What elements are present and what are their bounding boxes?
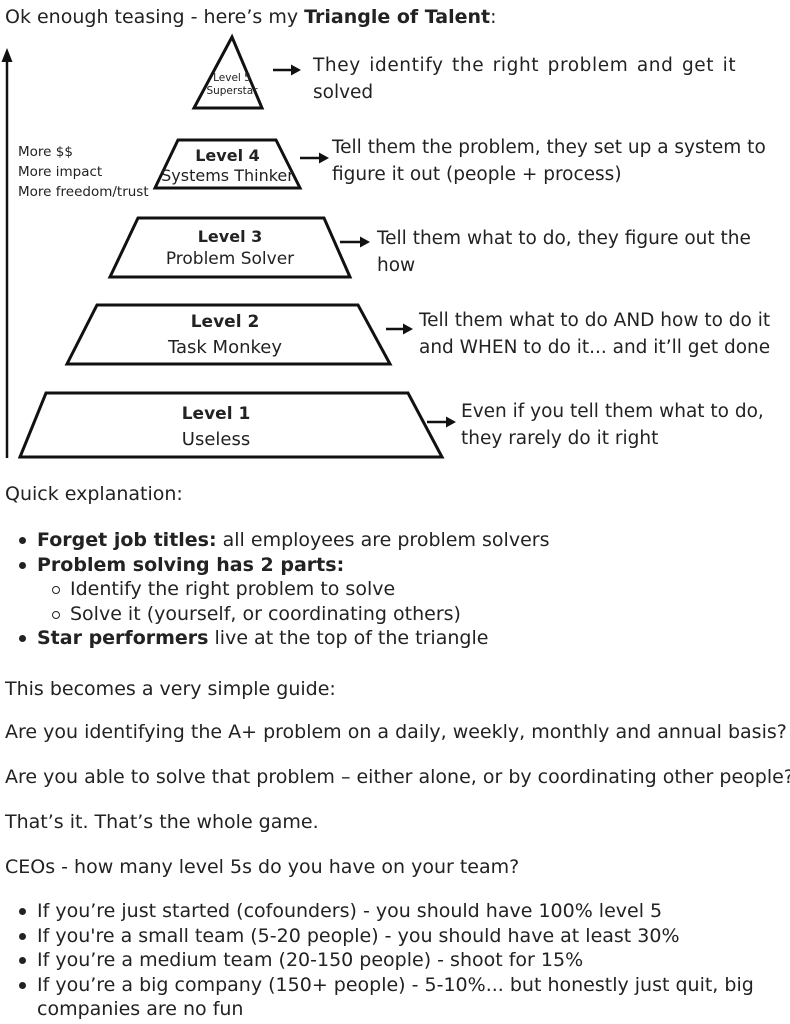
list-item: If you’re a medium team (20-150 people) … [0,948,790,973]
level-3-name: Problem Solver [165,249,295,269]
level-5-desc-line-2: solved [313,82,374,103]
list-item-line-1: If you’re a big company (150+ people) - … [37,973,754,996]
list-item-text: all employees are problem solvers [216,529,550,551]
level-1-desc-line-2: they rarely do it right [461,428,659,449]
level-2-title: Level 2 [190,312,260,332]
list-item: If you’re a big company (150+ people) - … [0,973,790,1022]
level-2-name: Task Monkey [167,337,283,358]
level-3-title: Level 3 [197,227,263,246]
arrow-level-5 [273,64,301,76]
axis-label-freedom: More freedom/trust [18,184,149,200]
list-item: Star performers live at the top of the t… [0,626,790,651]
level-4-desc-line-2: figure it out (people + process) [332,164,622,185]
ceo-list: If you’re just started (cofounders) - yo… [0,899,790,1022]
list-item-bold: Problem solving has 2 parts: [37,553,345,576]
level-5-title: Level 5 [213,72,251,84]
ceo-question: CEOs - how many level 5s do you have on … [5,856,520,878]
level-5-name: Superstar [206,85,258,97]
axis-arrow-head [1,48,13,62]
arrow-level-4 [300,152,329,164]
list-item: If you’re just started (cofounders) - yo… [0,899,790,924]
level-4-description: Tell them the problem, they set up a sys… [332,134,766,188]
sub-list-item: Solve it (yourself, or coordinating othe… [0,602,790,627]
level-2-desc-line-1: Tell them what to do AND how to do it [419,310,771,331]
list-item: If you're a small team (5-20 people) - y… [0,924,790,949]
question-2: Are you able to solve that problem – eit… [5,766,790,788]
axis-label-impact: More impact [18,164,103,180]
level-3-description: Tell them what to do, they figure out th… [377,225,751,279]
triangle-of-talent-diagram: More $$ More impact More freedom/trust L… [0,30,790,470]
guide-paragraph: This becomes a very simple guide: [5,678,336,700]
list-item: Forget job titles: all employees are pro… [0,528,790,553]
level-1-desc-line-1: Even if you tell them what to do, [461,401,764,422]
level-4-trapezoid [152,138,303,190]
level-1-title: Level 1 [181,404,251,424]
explanation-heading: Quick explanation: [5,483,183,505]
level-3-trapezoid [107,216,353,279]
intro-line: Ok enough teasing - here’s my Triangle o… [5,6,497,28]
level-3-desc-line-1: Tell them what to do, they figure out th… [377,228,751,249]
intro-suffix: : [490,6,497,28]
level-2-description: Tell them what to do AND how to do it an… [419,307,770,361]
list-item: Problem solving has 2 parts: [0,553,790,578]
list-item-bold: Star performers [37,627,209,649]
list-item-line-2: companies are no fun [37,998,244,1020]
level-4-name: Systems Thinker [161,166,294,185]
arrow-level-2 [386,323,413,335]
axis-label-money: More $$ [18,144,73,160]
diagram-shapes [1,33,456,459]
list-item-text: live at the top of the triangle [208,627,489,649]
level-4-title: Level 4 [195,146,260,165]
level-2-desc-line-2: and WHEN to do it... and it’ll get done [419,337,771,358]
axis-labels: More $$ More impact More freedom/trust [18,142,149,202]
intro-prefix: Ok enough teasing - here’s my [5,6,305,28]
level-5-desc-line-1: They identify the right problem and get … [313,55,737,76]
level-5-triangle [191,33,265,110]
level-4-desc-line-1: Tell them the problem, they set up a sys… [332,137,766,158]
arrow-level-3 [340,236,370,248]
level-3-desc-line-2: how [377,255,416,276]
level-5-description: They identify the right problem and get … [313,52,736,106]
arrow-level-1 [427,416,456,428]
sub-list-item: Identify the right problem to solve [0,577,790,602]
list-item-bold: Forget job titles: [37,529,217,551]
explanation-list: Forget job titles: all employees are pro… [0,528,790,651]
level-1-trapezoid [17,391,445,459]
whole-game-paragraph: That’s it. That’s the whole game. [5,811,319,833]
level-1-description: Even if you tell them what to do, they r… [461,398,764,452]
question-1: Are you identifying the A+ problem on a … [5,721,787,743]
level-2-trapezoid [64,303,393,366]
intro-title: Triangle of Talent [304,6,491,28]
level-1-name: Useless [181,429,251,450]
